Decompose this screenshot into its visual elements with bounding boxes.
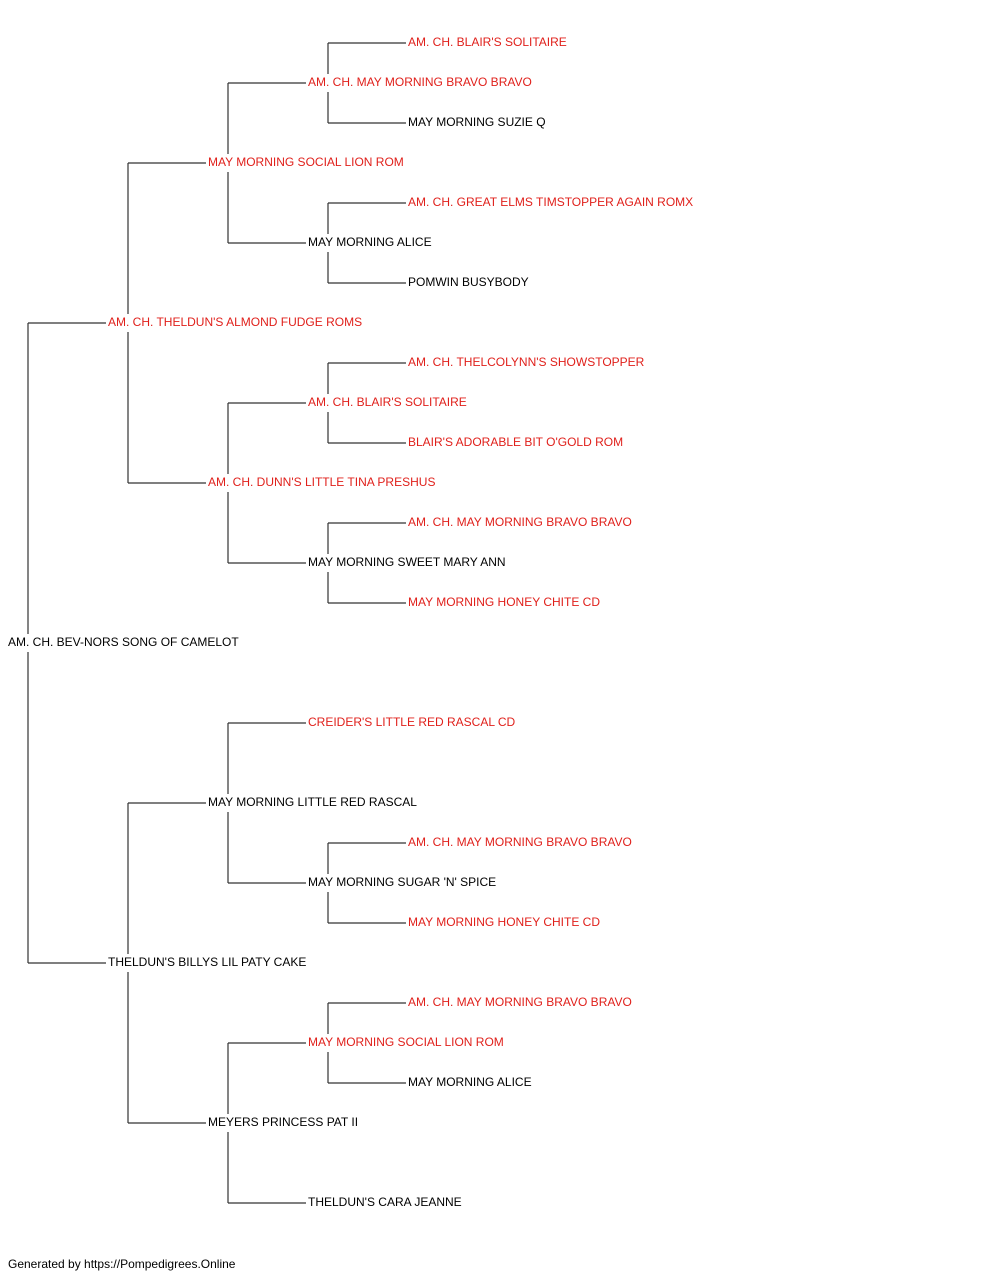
pedigree-name-champion: AM. CH. MAY MORNING BRAVO BRAVO xyxy=(408,515,632,529)
pedigree-name-champion: MAY MORNING SOCIAL LION ROM xyxy=(308,1035,504,1049)
pedigree-name: MAY MORNING SUZIE Q xyxy=(408,115,546,129)
pedigree-name: AM. CH. BEV-NORS SONG OF CAMELOT xyxy=(8,635,239,649)
pedigree-name: MAY MORNING SWEET MARY ANN xyxy=(308,555,506,569)
pedigree-name-champion: AM. CH. MAY MORNING BRAVO BRAVO xyxy=(408,995,632,1009)
pedigree-name: THELDUN'S BILLYS LIL PATY CAKE xyxy=(108,955,306,969)
pedigree-name-champion: BLAIR'S ADORABLE BIT O'GOLD ROM xyxy=(408,435,623,449)
pedigree-name-champion: AM. CH. BLAIR'S SOLITAIRE xyxy=(308,395,467,409)
pedigree-name: MAY MORNING ALICE xyxy=(308,235,432,249)
pedigree-name-champion: CREIDER'S LITTLE RED RASCAL CD xyxy=(308,715,516,729)
pedigree-name-champion: AM. CH. MAY MORNING BRAVO BRAVO xyxy=(308,75,532,89)
pedigree-name: MAY MORNING ALICE xyxy=(408,1075,532,1089)
pedigree-name: POMWIN BUSYBODY xyxy=(408,275,529,289)
pedigree-name-champion: AM. CH. THELDUN'S ALMOND FUDGE ROMS xyxy=(108,315,362,329)
pedigree-name: MAY MORNING LITTLE RED RASCAL xyxy=(208,795,417,809)
pedigree-tree: AM. CH. BEV-NORS SONG OF CAMELOT AM. CH. … xyxy=(8,35,693,1209)
generator-credit: Generated by https://Pompedigrees.Online xyxy=(8,1257,236,1271)
pedigree-name: MEYERS PRINCESS PAT II xyxy=(208,1115,358,1129)
pedigree-name-champion: MAY MORNING HONEY CHITE CD xyxy=(408,915,600,929)
pedigree-name-champion: AM. CH. BLAIR'S SOLITAIRE xyxy=(408,35,567,49)
pedigree-name: MAY MORNING SUGAR 'N' SPICE xyxy=(308,875,496,889)
pedigree-name-champion: MAY MORNING SOCIAL LION ROM xyxy=(208,155,404,169)
pedigree-name-champion: AM. CH. DUNN'S LITTLE TINA PRESHUS xyxy=(208,475,435,489)
pedigree-name-champion: MAY MORNING HONEY CHITE CD xyxy=(408,595,600,609)
pedigree-name-champion: AM. CH. THELCOLYNN'S SHOWSTOPPER xyxy=(408,355,645,369)
pedigree-name-champion: AM. CH. GREAT ELMS TIMSTOPPER AGAIN ROMX xyxy=(408,195,693,209)
pedigree-name-champion: AM. CH. MAY MORNING BRAVO BRAVO xyxy=(408,835,632,849)
pedigree-name: THELDUN'S CARA JEANNE xyxy=(308,1195,462,1209)
